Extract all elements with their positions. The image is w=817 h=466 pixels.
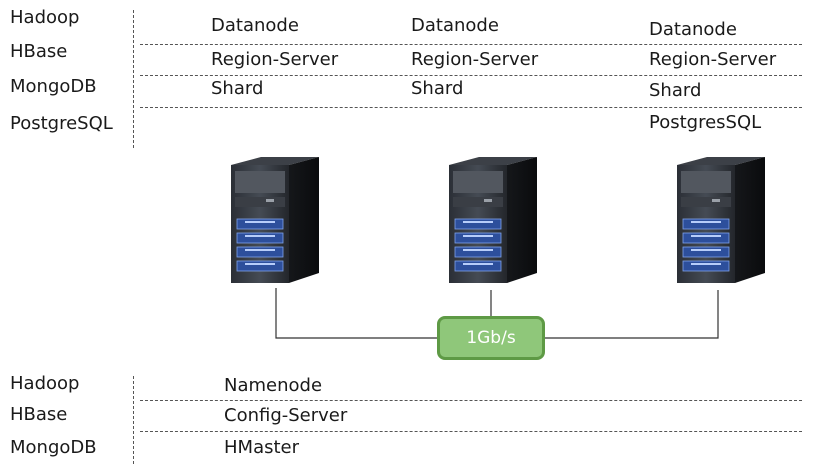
master-role-namenode: Namenode [224, 375, 323, 396]
top-row-divider-1 [140, 44, 802, 45]
node-1-role-datanode: Datanode [211, 15, 299, 36]
node-3-role-postgressql: PostgresSQL [649, 112, 762, 133]
node-2-role-datanode: Datanode [411, 15, 499, 36]
node-3-role-datanode: Datanode [649, 19, 737, 40]
node-1-role-shard: Shard [211, 78, 264, 99]
wire-right [545, 290, 719, 339]
node-3-role-shard: Shard [649, 80, 702, 101]
top-label-postgresql: PostgreSQL [10, 113, 113, 134]
node-1-role-region-server: Region-Server [211, 49, 339, 70]
top-vertical-divider [133, 10, 134, 148]
bottom-label-mongodb: MongoDB [10, 437, 97, 458]
bottom-row-divider-1 [140, 400, 802, 401]
network-link-label: 1Gb/s [437, 316, 545, 360]
server-icon [449, 157, 537, 283]
server-icon [677, 157, 765, 283]
node-2-role-shard: Shard [411, 78, 464, 99]
bottom-label-hbase: HBase [10, 404, 68, 425]
top-row-divider-3 [140, 107, 802, 108]
server-icon [231, 157, 319, 283]
bottom-row-divider-2 [140, 431, 802, 432]
top-label-hbase: HBase [10, 41, 68, 62]
master-role-config-server: Config-Server [224, 405, 348, 426]
wire-left [275, 288, 437, 339]
bottom-vertical-divider [133, 376, 134, 464]
top-label-mongodb: MongoDB [10, 76, 97, 97]
node-2-role-region-server: Region-Server [411, 49, 539, 70]
master-role-hmaster: HMaster [224, 437, 300, 458]
node-3-role-region-server: Region-Server [649, 49, 777, 70]
top-row-divider-2 [140, 75, 802, 76]
bottom-label-hadoop: Hadoop [10, 373, 80, 394]
top-label-hadoop: Hadoop [10, 7, 80, 28]
